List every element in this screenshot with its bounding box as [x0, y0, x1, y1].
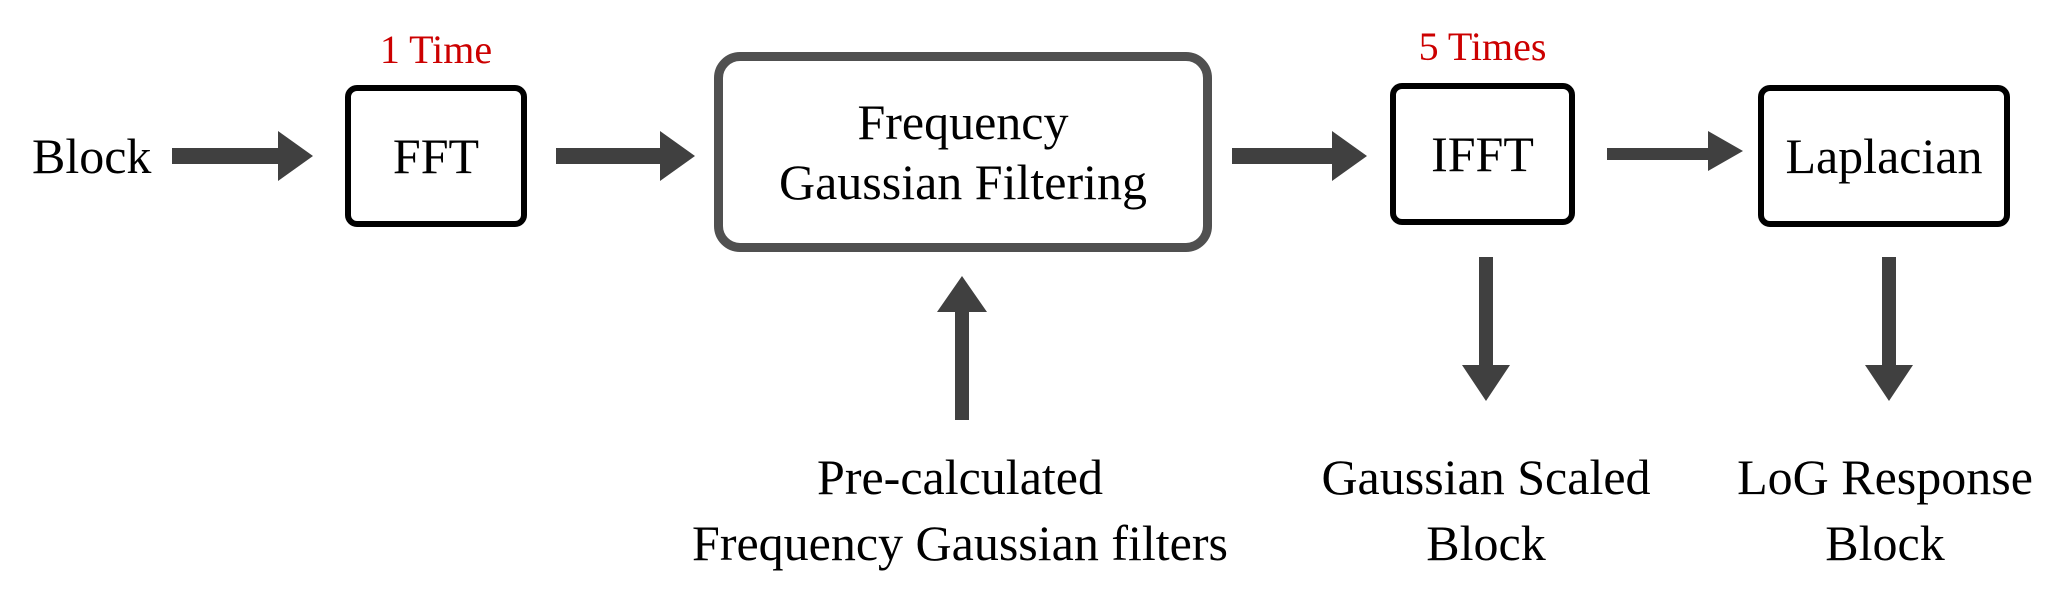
fft-box: FFT [345, 85, 527, 227]
filters-input-line2: Frequency Gaussian filters [692, 515, 1228, 571]
filtering-box: Frequency Gaussian Filtering [714, 52, 1212, 252]
filtering-box-line1: Frequency [857, 94, 1069, 150]
arrow-filters-to-filtering [937, 276, 987, 420]
log-output-label: LoG Response Block [1700, 444, 2070, 576]
laplacian-box: Laplacian [1758, 85, 2010, 227]
ifft-box: IFFT [1390, 83, 1575, 225]
laplacian-box-label: Laplacian [1785, 128, 1983, 184]
filters-input-label: Pre-calculated Frequency Gaussian filter… [640, 444, 1280, 576]
arrow-block-to-fft [172, 131, 313, 181]
scaled-output-line1: Gaussian Scaled [1321, 449, 1651, 505]
arrow-filtering-to-ifft [1232, 131, 1367, 181]
arrow-laplacian-to-log [1865, 257, 1913, 401]
ifft-count-annotation: 5 Times [1418, 24, 1547, 69]
ifft-box-label: IFFT [1431, 126, 1534, 182]
filtering-box-line2: Gaussian Filtering [778, 154, 1148, 210]
fft-box-label: FFT [392, 128, 480, 184]
scaled-output-label: Gaussian Scaled Block [1280, 444, 1692, 576]
arrow-fft-to-filtering [556, 131, 695, 181]
scaled-output-line2: Block [1426, 515, 1546, 571]
filters-input-line1: Pre-calculated [817, 449, 1103, 505]
input-block-label: Block [32, 128, 152, 184]
log-output-line2: Block [1825, 515, 1945, 571]
fft-count-annotation: 1 Time [379, 27, 493, 72]
arrow-ifft-to-laplacian [1607, 131, 1743, 171]
log-output-line1: LoG Response [1737, 449, 2033, 505]
arrow-ifft-to-scaled [1462, 257, 1510, 401]
